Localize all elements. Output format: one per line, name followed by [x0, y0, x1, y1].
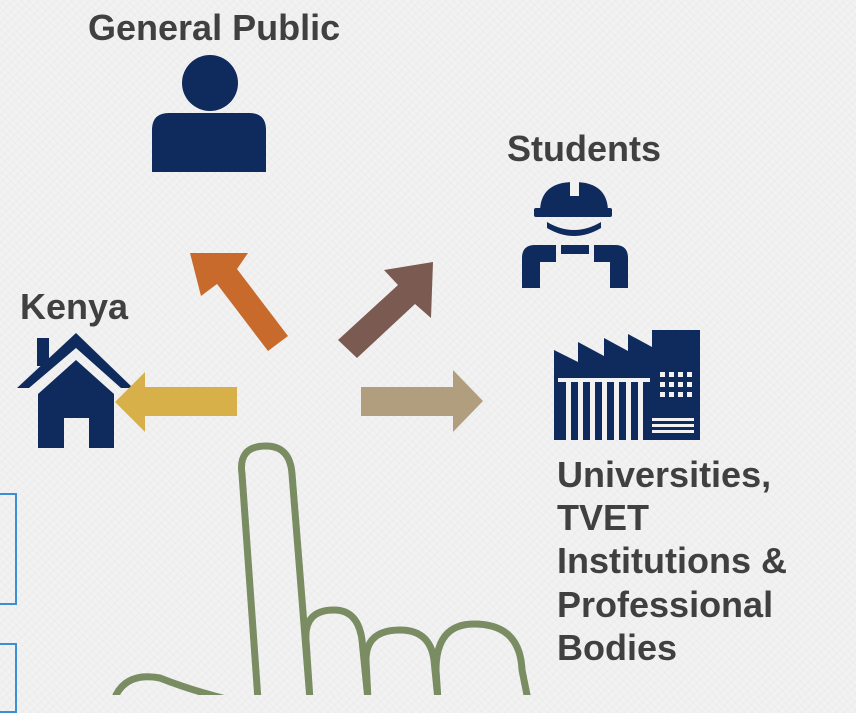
arrow-to-universities [361, 370, 483, 432]
arrow-to-general-public [190, 253, 288, 351]
factory-icon [554, 330, 700, 440]
universities-label-line: Bodies [557, 626, 678, 668]
left-edge-frame [0, 643, 17, 713]
universities-label-line: Universities, [557, 454, 772, 495]
general-public-label: General Public [88, 7, 341, 48]
hardhat-worker-icon [522, 181, 628, 288]
arrow-to-kenya [115, 372, 237, 432]
left-edge-frame [0, 493, 17, 605]
stakeholder-diagram [17, 55, 700, 695]
person-icon [152, 55, 266, 172]
pointing-hand-icon [112, 442, 531, 695]
universities-label: Universities, TVET Institutions & Profes… [557, 453, 787, 669]
arrow-to-students [338, 262, 433, 358]
students-label: Students [507, 128, 662, 169]
universities-label-line: TVET [557, 497, 650, 539]
universities-label-line: Professional [557, 583, 774, 625]
kenya-label: Kenya [20, 286, 129, 327]
universities-label-line: Institutions & [557, 540, 787, 582]
house-icon [17, 333, 133, 448]
